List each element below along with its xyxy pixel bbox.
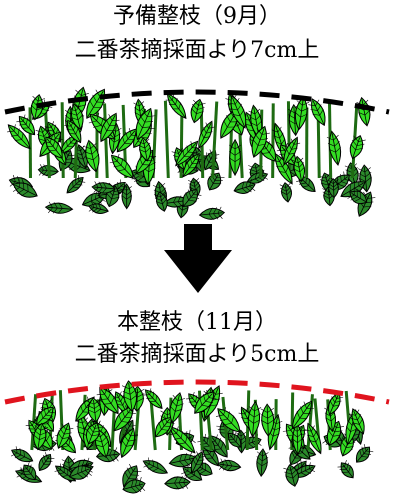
old-leaf (91, 181, 116, 194)
stem (103, 103, 109, 179)
new-leaf (169, 392, 186, 424)
new-leaf (143, 388, 163, 409)
new-leaf (100, 112, 120, 143)
stem (163, 100, 170, 179)
new-leaf (109, 153, 134, 179)
new-leaf (42, 135, 63, 159)
new-leaf (308, 98, 326, 127)
new-leaf (229, 138, 242, 177)
new-leaf (251, 125, 270, 158)
new-leaf (16, 114, 36, 136)
old-leaf (19, 461, 37, 481)
old-leaf (225, 430, 242, 448)
step1-title: 予備整枝（9月） (113, 4, 281, 29)
stem (211, 101, 219, 179)
tea-bush-step2 (4, 379, 390, 494)
new-leaf (175, 140, 199, 167)
stem (60, 102, 65, 179)
new-leaf (247, 400, 262, 438)
old-leaf (256, 448, 269, 477)
old-leaf (217, 458, 242, 472)
new-leaf (194, 390, 217, 414)
new-leaf (96, 386, 119, 415)
old-leaf (182, 186, 202, 207)
step2-title: 本整枝（11月） (117, 310, 277, 335)
old-leaf (12, 179, 38, 198)
new-leaf (292, 400, 314, 430)
old-leaf (10, 446, 34, 463)
down-arrow-icon (164, 224, 232, 293)
new-leaf (291, 155, 306, 183)
old-leaf (246, 169, 269, 184)
new-leaf (82, 139, 100, 173)
old-leaf (190, 451, 207, 474)
new-leaf (68, 103, 84, 131)
new-leaf (349, 135, 366, 160)
new-leaf (304, 422, 322, 455)
old-leaf (38, 452, 55, 472)
new-leaf (85, 422, 103, 445)
old-leaf (88, 201, 109, 214)
new-leaf (227, 95, 247, 129)
cut-line-step2 (4, 379, 390, 405)
new-leaf (36, 404, 56, 426)
new-leaf (33, 422, 48, 451)
new-leaf (169, 426, 196, 454)
old-leaf (355, 443, 374, 463)
old-leaf (337, 460, 354, 479)
new-leaf (7, 124, 31, 150)
step2-subtitle: 二番茶摘採面より5cm上 (74, 342, 320, 367)
stem (271, 103, 275, 179)
new-leaf (283, 136, 301, 166)
cut-line-step1 (4, 89, 390, 115)
old-leaf (154, 191, 168, 212)
new-leaf (64, 119, 82, 144)
new-leaf (165, 93, 187, 120)
tea-bush-step1 (4, 86, 390, 220)
new-leaf (260, 403, 275, 437)
stem (286, 101, 292, 179)
old-leaf (233, 179, 256, 194)
new-leaf (198, 120, 215, 149)
new-leaf (56, 422, 74, 449)
old-leaf (66, 175, 86, 194)
new-leaf (291, 422, 303, 456)
new-leaf (86, 397, 102, 423)
new-leaf (137, 137, 152, 162)
new-leaf (356, 96, 371, 127)
new-leaf (190, 98, 206, 124)
new-leaf (120, 427, 138, 459)
old-leaf (279, 182, 292, 203)
new-leaf (272, 152, 293, 185)
old-leaf (198, 206, 226, 220)
new-leaf (348, 408, 365, 435)
old-leaf (68, 462, 92, 480)
new-leaf (135, 107, 156, 141)
old-leaf (283, 464, 299, 487)
old-leaf (44, 201, 74, 214)
new-leaf (248, 104, 263, 140)
new-leaf (215, 407, 241, 433)
arrow-shape (164, 224, 232, 293)
new-leaf (326, 130, 342, 166)
old-leaf (164, 475, 191, 490)
old-leaf (327, 178, 339, 199)
old-leaf (142, 457, 169, 474)
step1-subtitle: 二番茶摘採面より7cm上 (74, 38, 320, 63)
old-leaf (347, 187, 368, 205)
old-leaf (122, 477, 146, 494)
